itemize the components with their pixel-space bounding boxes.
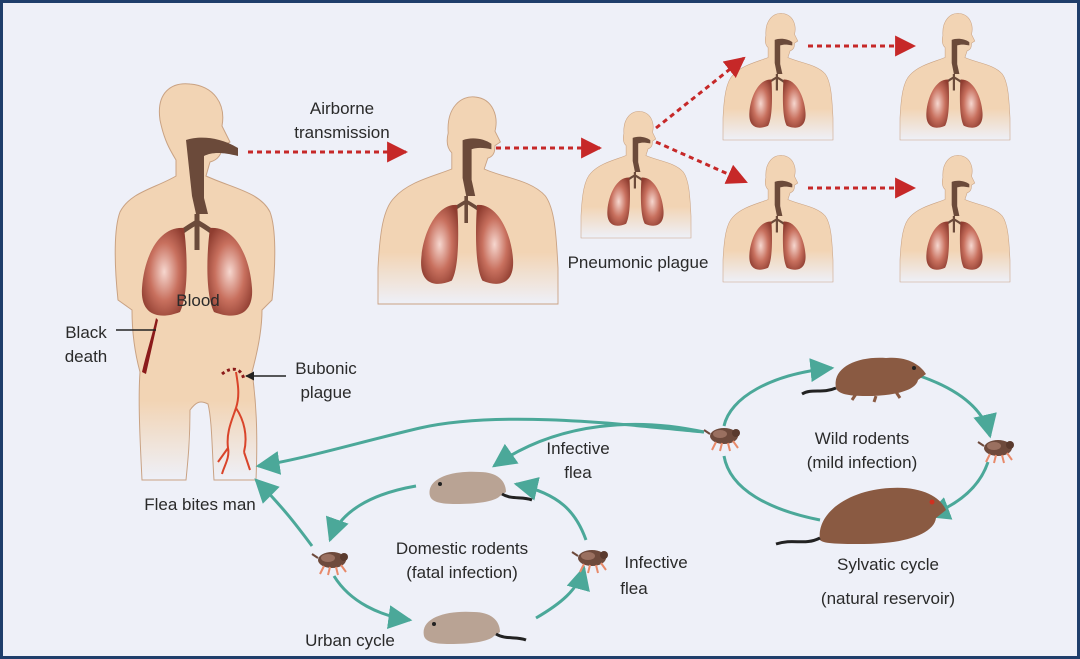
rodent-wild-top <box>802 358 926 402</box>
human-figure-5 <box>723 155 833 282</box>
flea-icon-sylvatic-left <box>704 428 740 451</box>
human-figure-2 <box>378 97 558 304</box>
label-domestic-rodents-2: (fatal infection) <box>406 563 518 582</box>
human-figure-6 <box>900 13 1010 140</box>
label-wild-rodents-2: (mild infection) <box>807 453 918 472</box>
human-figure-7 <box>900 155 1010 282</box>
human-figure-4 <box>723 13 833 140</box>
label-infective-flea-top-1: Infective <box>546 439 609 458</box>
cycle-arrow-urban-1 <box>330 486 416 540</box>
label-wild-rodents-1: Wild rodents <box>815 429 909 448</box>
cycle-arrow-sylvatic-4 <box>724 456 820 520</box>
label-black-2: death <box>65 347 108 366</box>
cycle-arrow-urban-4 <box>516 484 586 540</box>
label-sylvatic-cycle-2: (natural reservoir) <box>821 589 955 608</box>
label-domestic-rodents-1: Domestic rodents <box>396 539 528 558</box>
flea-icon-urban-left <box>312 552 348 575</box>
cycle-arrow-to-man-1 <box>258 419 704 466</box>
label-infective-flea-right-1: Infective <box>624 553 687 572</box>
cycle-arrow-sylvatic-2 <box>920 376 990 436</box>
label-airborne-2: transmission <box>294 123 389 142</box>
cycle-arrow-urban-2 <box>334 576 410 620</box>
flea-icon-urban-right <box>572 550 608 573</box>
rodent-domestic-top <box>430 472 532 504</box>
label-airborne-1: Airborne <box>310 99 374 118</box>
flea-icon-sylvatic-right <box>978 440 1014 463</box>
label-urban-cycle: Urban cycle <box>305 631 395 650</box>
label-pneumonic-plague: Pneumonic plague <box>568 253 709 272</box>
label-sylvatic-cycle-1: Sylvatic cycle <box>837 555 939 574</box>
label-bubonic-2: plague <box>300 383 351 402</box>
label-black-1: Black <box>65 323 107 342</box>
human-figure-3 <box>581 111 691 238</box>
label-bubonic-1: Bubonic <box>295 359 357 378</box>
human-figure-main <box>115 84 275 480</box>
cycle-arrow-to-man-2 <box>256 480 312 546</box>
label-infective-flea-right-2: flea <box>620 579 648 598</box>
cycle-arrow-urban-3 <box>536 568 584 618</box>
label-flea-bites-man: Flea bites man <box>144 495 256 514</box>
cycle-arrow-sylvatic-1 <box>724 368 832 426</box>
label-blood: Blood <box>176 291 219 310</box>
rodent-domestic-bottom <box>424 612 526 644</box>
label-infective-flea-top-2: flea <box>564 463 592 482</box>
